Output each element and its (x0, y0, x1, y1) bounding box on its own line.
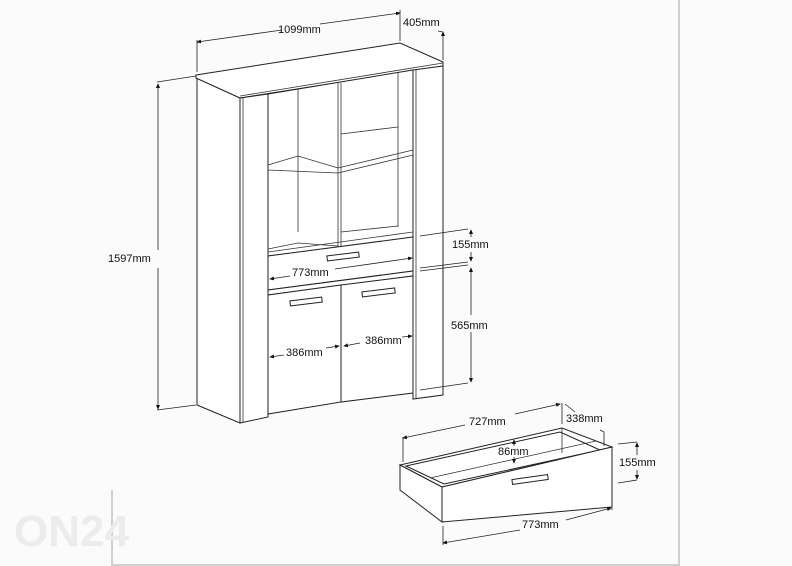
open-shelves (267, 69, 414, 257)
cabinet-dimensions: 1099mm 405mm 1597mm 155mm 773mm 565mm 38… (108, 10, 489, 411)
drawer-front-width-label: 773mm (522, 519, 559, 531)
width-label: 1099mm (278, 24, 321, 36)
frame-border (111, 0, 680, 566)
drawer-detail-handle (511, 473, 549, 486)
depth-label: 405mm (403, 17, 440, 29)
drawer-height-label: 155mm (452, 239, 489, 251)
left-door-width-label: 386mm (286, 347, 323, 359)
cabinet-doors (267, 270, 414, 415)
drawer-dimensions: 727mm 338mm 86mm 155mm 773mm (402, 402, 656, 545)
drawer-height-label: 155mm (619, 457, 656, 469)
drawer-depth-label: 338mm (566, 413, 603, 425)
doors-height-label: 565mm (451, 320, 488, 332)
drawer-handle (326, 251, 360, 262)
drawer-width-label: 773mm (292, 267, 329, 279)
cabinet-side-panel (196, 77, 241, 424)
left-door-handle (289, 296, 323, 307)
cabinet (195, 42, 444, 424)
drawer-inner-width-label: 727mm (469, 416, 506, 428)
right-pillar (412, 65, 444, 400)
height-label: 1597mm (108, 253, 151, 265)
right-door-handle (361, 287, 396, 298)
drawer-front (441, 446, 613, 523)
right-door (340, 275, 414, 403)
watermark-logo: ON24 (14, 507, 129, 556)
left-pillar (239, 93, 269, 424)
cabinet-drawer (267, 236, 414, 291)
drawer-detail (398, 427, 614, 524)
right-door-width-label: 386mm (365, 335, 402, 347)
drawer-inner-height-label: 86mm (498, 446, 529, 458)
